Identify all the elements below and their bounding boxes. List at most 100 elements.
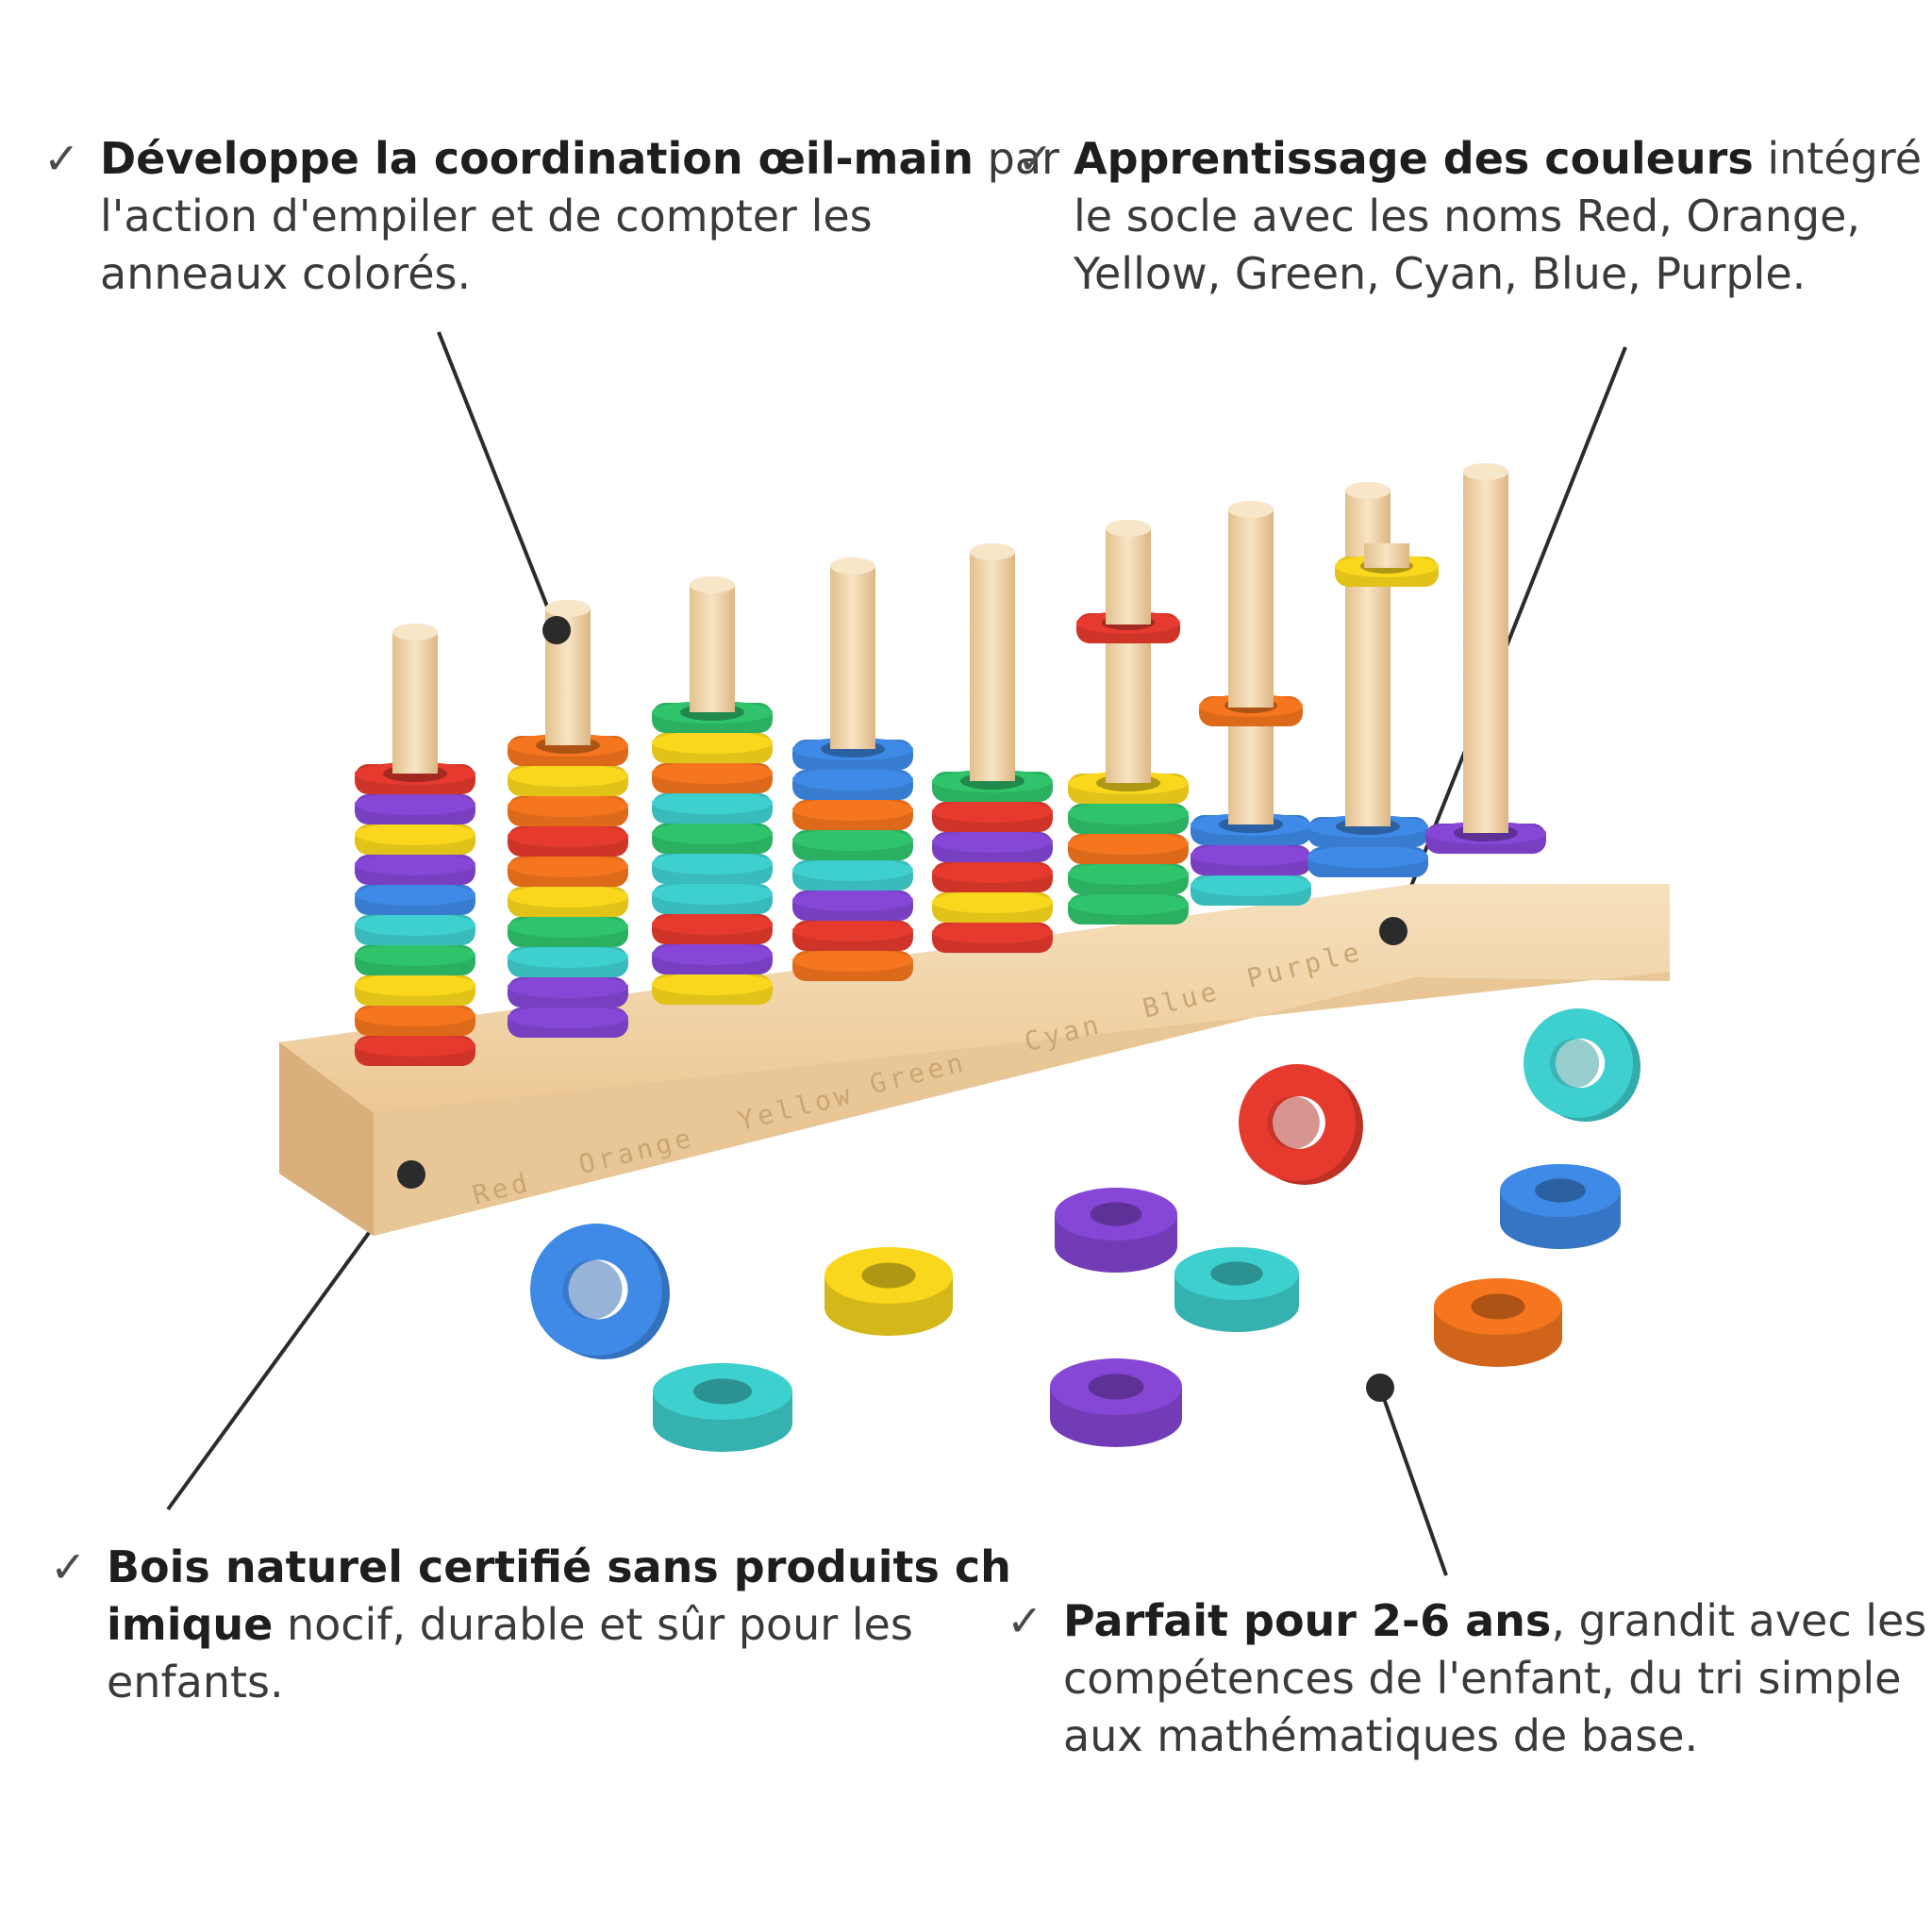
leader-dot-bottom-left: [397, 1160, 425, 1189]
leader-line-bottom-right: [1378, 1387, 1448, 1576]
stacked-ring: [652, 852, 773, 884]
stacked-ring: [1068, 862, 1189, 894]
stacked-ring: [508, 885, 628, 917]
stacked-ring: [932, 921, 1053, 953]
loose-ring: [1239, 1064, 1363, 1185]
callout-line-2: le socle avec les noms Red, Orange,: [1074, 191, 1861, 242]
stacked-ring: [792, 889, 913, 921]
stacked-ring: [508, 915, 628, 947]
callout-age-range: ✓ Parfait pour 2-6 ans, grandit avec les…: [1007, 1592, 1926, 1765]
stacked-ring: [792, 919, 913, 951]
stacked-ring: [355, 913, 475, 945]
stacked-ring: [355, 792, 475, 824]
stacked-ring: [355, 943, 475, 975]
stacked-ring: [355, 974, 475, 1006]
stacked-ring: [652, 882, 773, 914]
stacked-ring: [792, 798, 913, 830]
stacked-ring: [508, 764, 628, 796]
peg-stack: [1068, 520, 1189, 924]
callout-heading: Parfait pour 2-6 ans: [1063, 1595, 1552, 1646]
peg-stack: [1425, 463, 1546, 854]
callout-color-learning: ✓ Apprentissage des couleurs intégré dan…: [1017, 130, 1932, 303]
stacked-ring: [932, 830, 1053, 862]
callout-natural-wood: ✓ Bois naturel certifié sans produits ch…: [50, 1539, 1011, 1711]
stacked-ring: [652, 822, 773, 854]
stacked-ring: [652, 942, 773, 974]
callout-line-3: anneaux colorés.: [100, 248, 472, 299]
callout-line-3: enfants.: [107, 1657, 284, 1707]
floating-ring: [1335, 543, 1439, 587]
leader-dots: [397, 616, 1407, 1402]
callout-line-1: Développe la coordination œil-main par: [100, 130, 1059, 188]
callout-line-1: Bois naturel certifié sans produits ch: [107, 1539, 1011, 1596]
loose-ring: [1434, 1278, 1562, 1367]
stacked-ring: [652, 731, 773, 763]
callout-heading: Développe la coordination œil-main: [100, 133, 974, 184]
stacked-ring: [508, 794, 628, 826]
stacked-ring: [792, 858, 913, 891]
peg-stack: [652, 576, 773, 1005]
stacked-ring: [1191, 874, 1311, 906]
callout-text: intégré dan: [1767, 133, 1932, 184]
callout-text: , grandit avec les: [1551, 1595, 1927, 1646]
callout-line-2: imique nocif, durable et sûr pour les: [107, 1596, 1011, 1654]
callout-heading-continued: imique: [107, 1599, 274, 1650]
check-icon: ✓: [1017, 133, 1054, 184]
callout-heading: Apprentissage des couleurs: [1074, 133, 1754, 184]
stacked-ring: [508, 855, 628, 887]
stacked-ring: [1068, 892, 1189, 924]
stacked-ring: [652, 912, 773, 944]
loose-ring: [824, 1247, 953, 1336]
callout-eye-hand-coordination: ✓ Développe la coordination œil-main par…: [43, 130, 1059, 303]
stacked-ring: [932, 891, 1053, 923]
stacked-ring: [792, 949, 913, 981]
stacked-ring: [652, 973, 773, 1005]
stacked-ring: [355, 1004, 475, 1036]
callout-heading: Bois naturel certifié sans produits ch: [107, 1541, 1011, 1592]
stacked-ring: [355, 853, 475, 885]
stacked-ring: [355, 823, 475, 855]
callout-line-1: Apprentissage des couleurs intégré dan: [1074, 130, 1932, 188]
stacked-ring: [508, 945, 628, 977]
stacked-ring: [1068, 802, 1189, 834]
stacked-ring: [792, 828, 913, 860]
stacked-ring: [1307, 845, 1428, 877]
callout-text: nocif, durable et sûr pour les: [273, 1599, 913, 1650]
floating-ring: [1199, 683, 1303, 726]
peg-stack: [932, 543, 1053, 953]
loose-ring: [1055, 1188, 1177, 1273]
peg-stack: [792, 558, 913, 981]
stacked-ring: [792, 768, 913, 800]
loose-ring: [1524, 1008, 1641, 1122]
loose-ring: [1500, 1164, 1621, 1249]
loose-ring: [653, 1363, 792, 1452]
stacked-ring: [508, 824, 628, 857]
callout-line-2: compétences de l'enfant, du tri simple: [1063, 1653, 1902, 1704]
leader-line-top-left: [437, 331, 558, 631]
check-icon: ✓: [43, 133, 80, 184]
stacked-ring: [932, 800, 1053, 832]
stacked-ring: [652, 791, 773, 824]
leader-dot-top-left: [542, 616, 571, 644]
leader-dot-bottom-right: [1366, 1374, 1394, 1402]
stacked-ring: [1068, 832, 1189, 864]
leader-dot-top-right: [1379, 917, 1407, 945]
check-icon: ✓: [1007, 1595, 1043, 1646]
stacked-ring: [652, 761, 773, 793]
loose-rings: [530, 1008, 1641, 1452]
callout-line-1: Parfait pour 2-6 ans, grandit avec les: [1063, 1592, 1926, 1650]
check-icon: ✓: [50, 1541, 87, 1592]
callout-text: par: [974, 133, 1059, 184]
callout-line-3: aux mathématiques de base.: [1063, 1710, 1699, 1761]
callout-line-2: l'action d'empiler et de compter les: [100, 191, 873, 242]
stacked-ring: [1191, 843, 1311, 875]
floating-ring: [1076, 600, 1180, 643]
loose-ring: [530, 1224, 670, 1359]
peg-stack: [355, 624, 475, 1066]
stacked-ring: [508, 975, 628, 1008]
peg-stacks: [355, 463, 1546, 1066]
peg-stack: [1307, 482, 1428, 877]
peg-stack: [508, 600, 628, 1038]
stacked-ring: [508, 1006, 628, 1038]
